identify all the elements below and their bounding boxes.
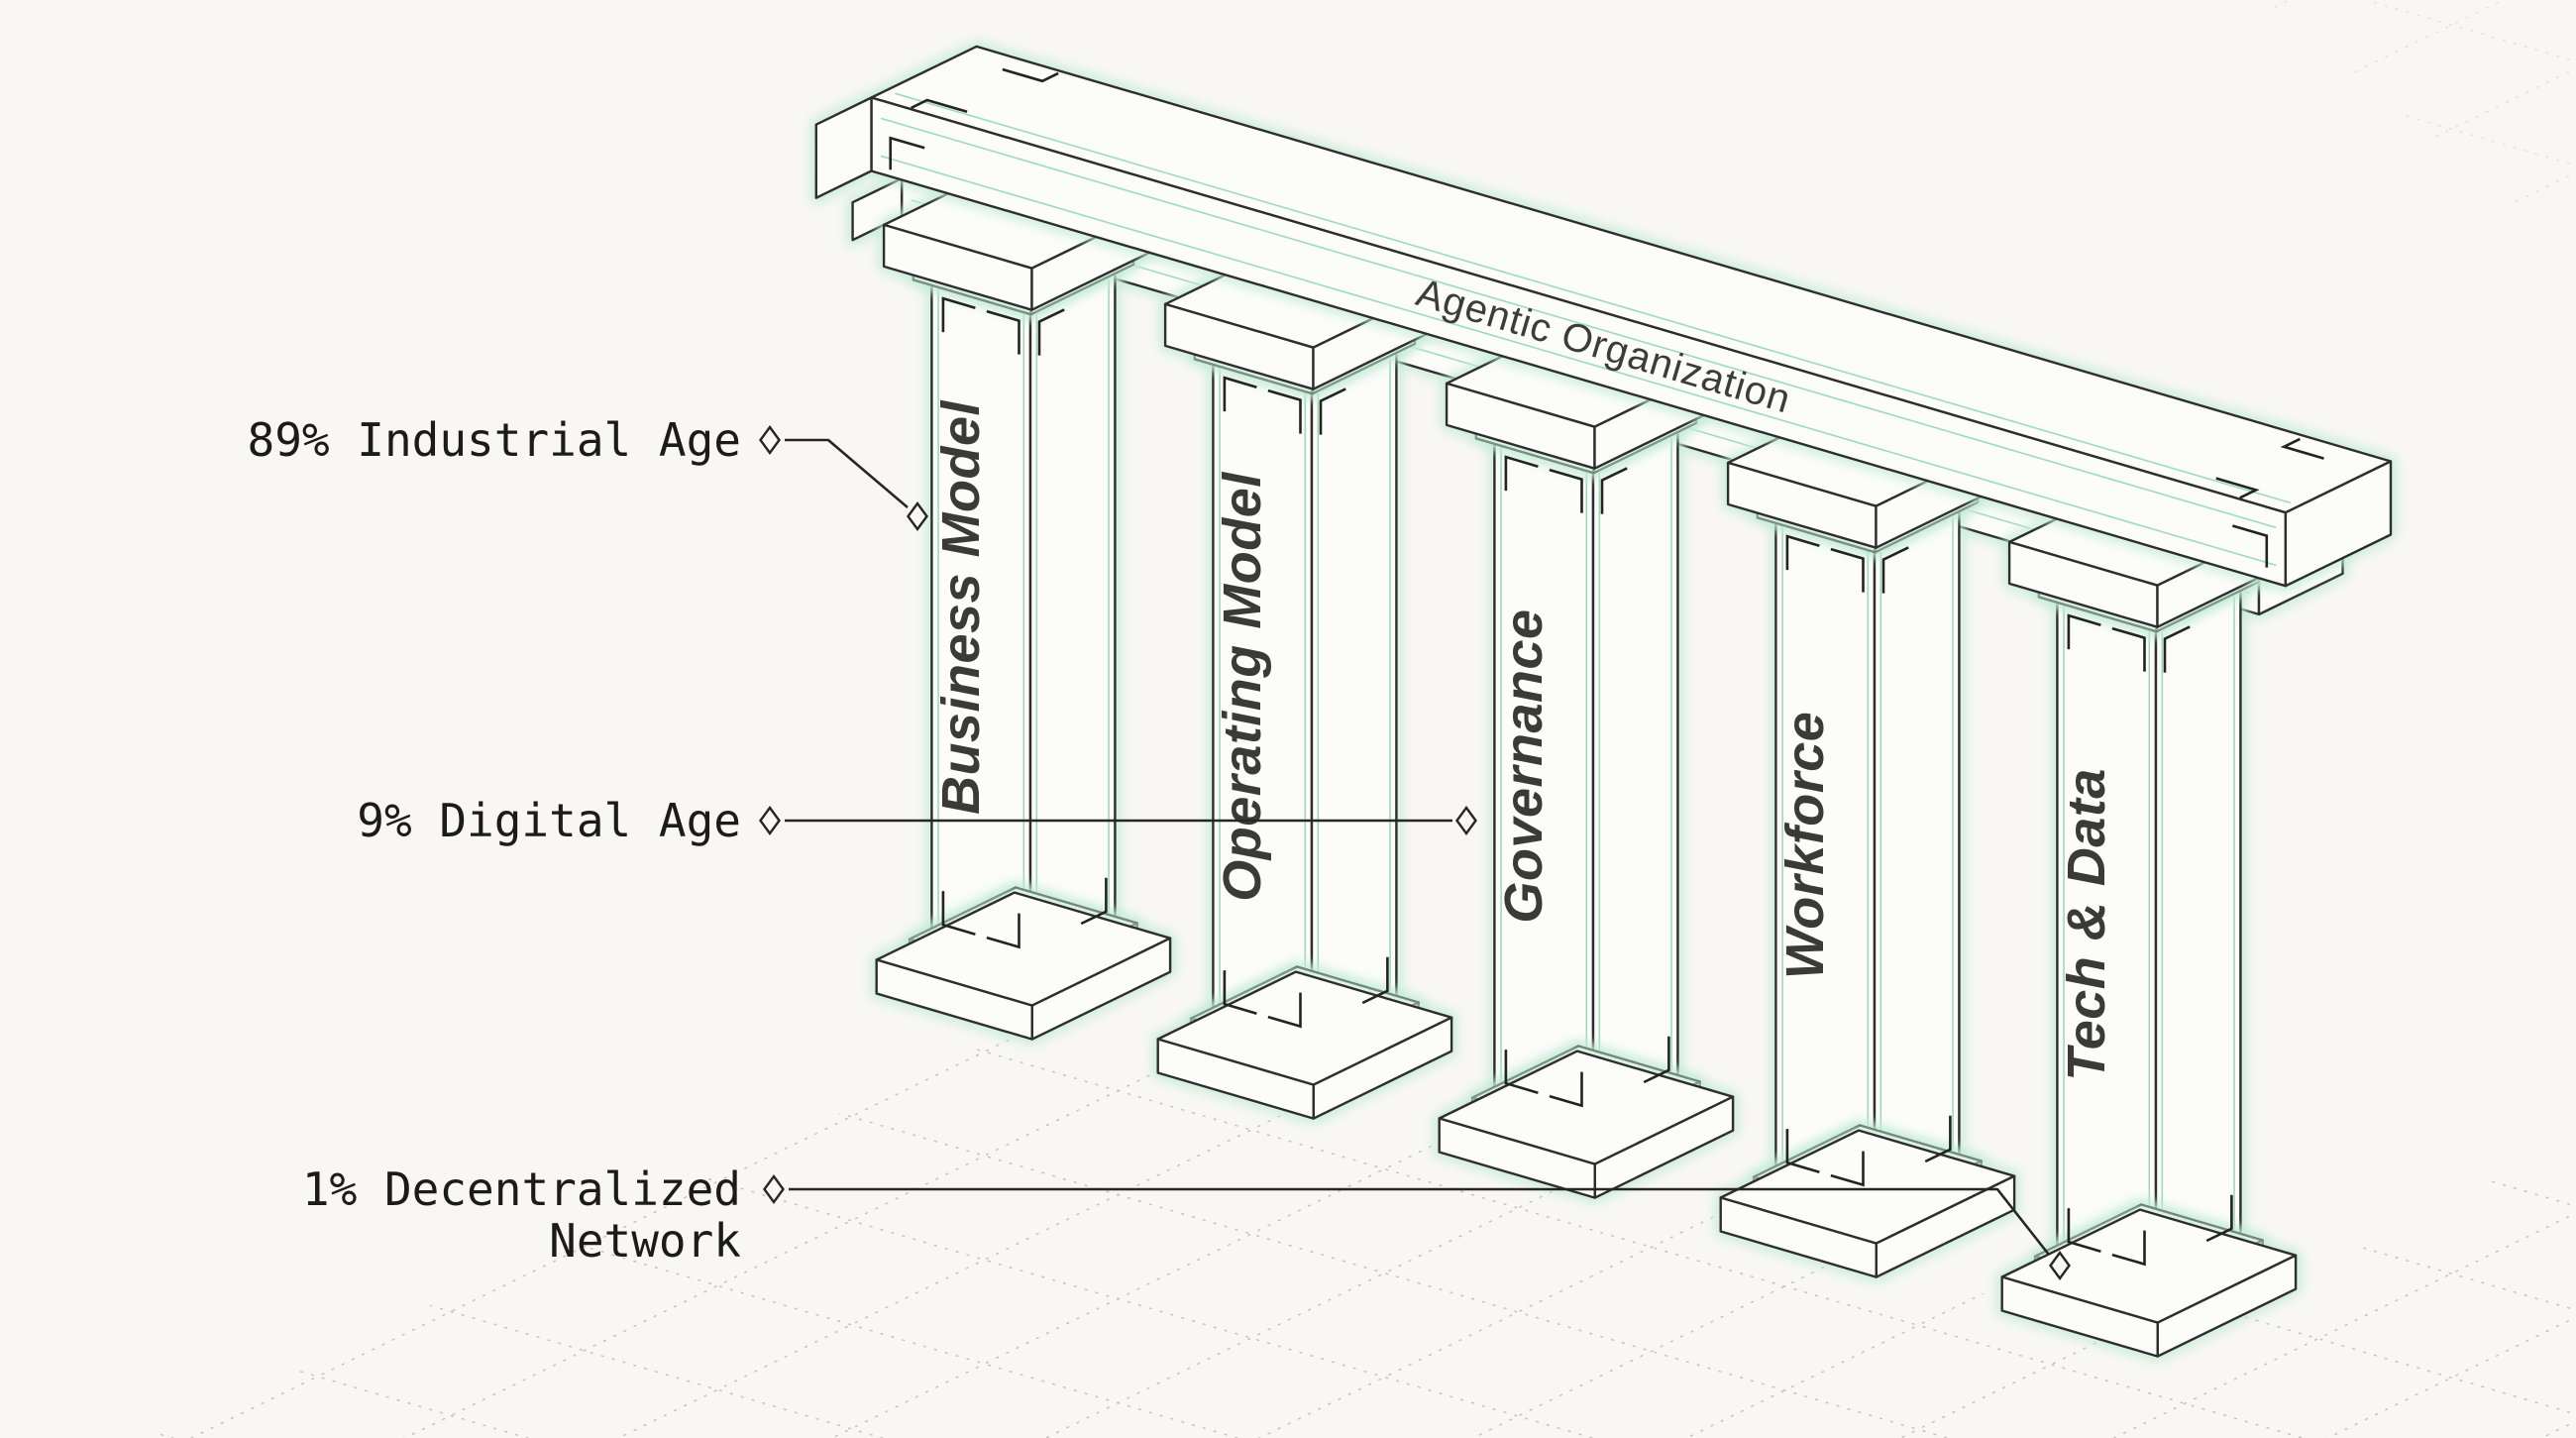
pillar-labels: Business Model Operating Model Governanc… xyxy=(931,399,2116,1080)
annotation-industrial-age: 89% Industrial Age xyxy=(248,413,742,467)
pillar-label-business-model: Business Model xyxy=(931,399,991,815)
pillar-label-operating-model: Operating Model xyxy=(1213,472,1272,902)
diamond-marker xyxy=(1455,806,1477,835)
diamond-marker xyxy=(759,425,781,455)
leader-line-decentralized-network xyxy=(789,1187,2051,1256)
pillar-label-governance: Governance xyxy=(1494,608,1554,923)
main-beam xyxy=(810,41,2397,592)
annotation-decentralized-line1: 1% Decentralized xyxy=(302,1162,741,1216)
corner-marks xyxy=(889,67,2324,1267)
diamond-marker xyxy=(759,806,781,835)
pillar-1-base-big xyxy=(1152,966,1457,1125)
pillar-0-base-big xyxy=(871,887,1176,1046)
annotation-layer: 89% Industrial Age 9% Digital Age 1% Dec… xyxy=(248,413,2071,1280)
annotation-digital-age: 9% Digital Age xyxy=(357,794,741,847)
pillar-label-workforce: Workforce xyxy=(1775,712,1835,980)
diamond-marker xyxy=(763,1174,785,1204)
corner-bracket-set xyxy=(889,67,2324,1267)
pillar-label-tech-data: Tech & Data xyxy=(2057,768,2116,1081)
pillar-4-base-big xyxy=(1996,1204,2302,1363)
leader-line-industrial-age xyxy=(785,438,909,508)
annotation-decentralized-line2: Network xyxy=(549,1214,741,1268)
diamond-marker xyxy=(907,501,928,531)
pillar-2-base-big xyxy=(1434,1046,1739,1204)
pillar-3-base-big xyxy=(1715,1125,2020,1283)
colonnade xyxy=(810,41,2397,1363)
